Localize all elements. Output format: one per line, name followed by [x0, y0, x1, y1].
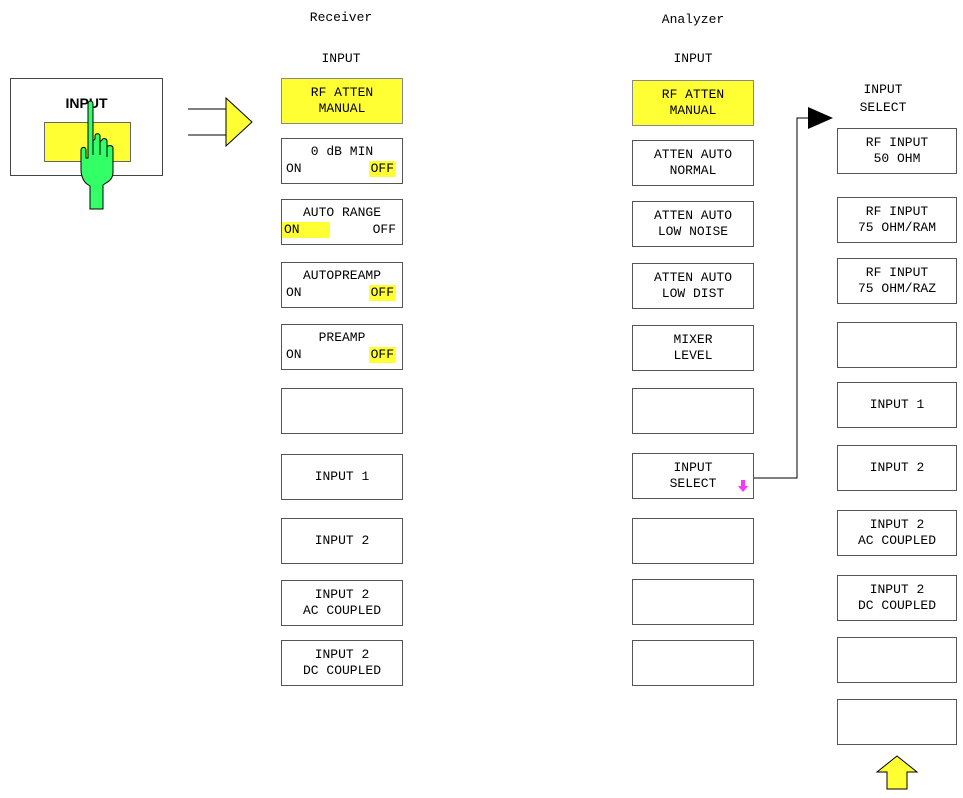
- rf-input-75-ohm-ram-label: RF INPUT 75 OHM/RAM: [857, 204, 936, 235]
- analyzer-atten-auto-low-noise-key[interactable]: ATTEN AUTO LOW NOISE: [632, 201, 754, 247]
- analyzer-blank-key-3[interactable]: [632, 579, 754, 625]
- submenu-connector-arrow-icon: [754, 107, 833, 479]
- receiver-0db-min-key[interactable]: 0 dB MIN ON OFF: [281, 138, 403, 184]
- menu-transition-arrow-icon: [188, 96, 253, 148]
- up-arrow-icon: [875, 755, 919, 790]
- receiver-input2-label: INPUT 2: [314, 533, 370, 548]
- receiver-preamp-title: PREAMP: [318, 330, 366, 345]
- receiver-title: Receiver: [309, 10, 373, 25]
- input-select-input2-key[interactable]: INPUT 2: [837, 445, 957, 491]
- receiver-0db-min-off: OFF: [368, 161, 396, 177]
- receiver-rf-atten-manual-key[interactable]: RF ATTEN MANUAL: [281, 78, 403, 124]
- input-select-title: INPUT SELECT: [859, 82, 907, 115]
- receiver-input2-key[interactable]: INPUT 2: [281, 518, 403, 564]
- input-select-blank-key-2[interactable]: [837, 637, 957, 683]
- receiver-input1-label: INPUT 1: [314, 469, 370, 484]
- receiver-autopreamp-on: ON: [286, 285, 302, 300]
- receiver-auto-range-key[interactable]: AUTO RANGE ON OFF: [281, 199, 403, 245]
- analyzer-atten-auto-normal-key[interactable]: ATTEN AUTO NORMAL: [632, 140, 754, 186]
- rf-input-50-ohm-label: RF INPUT 50 OHM: [865, 135, 929, 166]
- input-select-blank-key-3[interactable]: [837, 699, 957, 745]
- input-select-input2-label: INPUT 2: [869, 460, 925, 475]
- receiver-0db-min-title: 0 dB MIN: [310, 144, 374, 159]
- receiver-auto-range-off: OFF: [372, 222, 396, 237]
- input-select-blank-key-1[interactable]: [837, 322, 957, 368]
- rf-input-75-ohm-raz-key[interactable]: RF INPUT 75 OHM/RAZ: [837, 258, 957, 304]
- analyzer-blank-key-2[interactable]: [632, 518, 754, 564]
- receiver-input2-dc-label: INPUT 2 DC COUPLED: [302, 647, 381, 678]
- rf-input-75-ohm-ram-key[interactable]: RF INPUT 75 OHM/RAM: [837, 197, 957, 243]
- receiver-0db-min-on: ON: [286, 161, 302, 176]
- receiver-autopreamp-key[interactable]: AUTOPREAMP ON OFF: [281, 262, 403, 308]
- analyzer-input-select-key[interactable]: INPUT SELECT: [632, 453, 754, 499]
- submenu-arrow-icon: [738, 480, 748, 492]
- receiver-auto-range-on: ON: [282, 222, 330, 238]
- input-select-input2-ac-key[interactable]: INPUT 2 AC COUPLED: [837, 510, 957, 556]
- analyzer-mixer-level-label: MIXER LEVEL: [673, 332, 713, 363]
- rf-input-50-ohm-key[interactable]: RF INPUT 50 OHM: [837, 128, 957, 174]
- receiver-input-label: INPUT: [321, 51, 361, 66]
- input-select-input1-label: INPUT 1: [869, 397, 925, 412]
- analyzer-blank-key-1[interactable]: [632, 388, 754, 434]
- input-select-input2-dc-key[interactable]: INPUT 2 DC COUPLED: [837, 575, 957, 621]
- rf-input-75-ohm-raz-label: RF INPUT 75 OHM/RAZ: [857, 265, 936, 296]
- analyzer-input-label: INPUT: [673, 51, 713, 66]
- input-hardkey-label: INPUT: [65, 95, 108, 111]
- receiver-autopreamp-title: AUTOPREAMP: [302, 268, 381, 283]
- receiver-rf-atten-manual-label: RF ATTEN MANUAL: [310, 85, 374, 116]
- input-select-input1-key[interactable]: INPUT 1: [837, 382, 957, 428]
- input-select-input2-ac-label: INPUT 2 AC COUPLED: [857, 517, 936, 548]
- analyzer-mixer-level-key[interactable]: MIXER LEVEL: [632, 325, 754, 371]
- receiver-input2-ac-label: INPUT 2 AC COUPLED: [302, 587, 381, 618]
- receiver-input2-ac-key[interactable]: INPUT 2 AC COUPLED: [281, 580, 403, 626]
- receiver-preamp-key[interactable]: PREAMP ON OFF: [281, 324, 403, 370]
- receiver-preamp-off: OFF: [368, 347, 396, 363]
- receiver-preamp-on: ON: [286, 347, 302, 362]
- analyzer-atten-auto-low-dist-label: ATTEN AUTO LOW DIST: [653, 270, 732, 301]
- receiver-blank-key[interactable]: [281, 388, 403, 434]
- receiver-auto-range-title: AUTO RANGE: [302, 205, 381, 220]
- analyzer-input-select-label: INPUT SELECT: [669, 460, 717, 491]
- analyzer-title: Analyzer: [661, 12, 725, 27]
- analyzer-atten-auto-low-noise-label: ATTEN AUTO LOW NOISE: [653, 208, 732, 239]
- analyzer-atten-auto-low-dist-key[interactable]: ATTEN AUTO LOW DIST: [632, 263, 754, 309]
- analyzer-rf-atten-manual-label: RF ATTEN MANUAL: [661, 87, 725, 118]
- receiver-autopreamp-off: OFF: [368, 285, 396, 301]
- input-select-input2-dc-label: INPUT 2 DC COUPLED: [857, 582, 936, 613]
- analyzer-rf-atten-manual-key[interactable]: RF ATTEN MANUAL: [632, 80, 754, 126]
- receiver-input2-dc-key[interactable]: INPUT 2 DC COUPLED: [281, 640, 403, 686]
- pointing-hand-icon: [80, 100, 114, 210]
- receiver-input1-key[interactable]: INPUT 1: [281, 454, 403, 500]
- analyzer-blank-key-4[interactable]: [632, 640, 754, 686]
- analyzer-atten-auto-normal-label: ATTEN AUTO NORMAL: [653, 147, 732, 178]
